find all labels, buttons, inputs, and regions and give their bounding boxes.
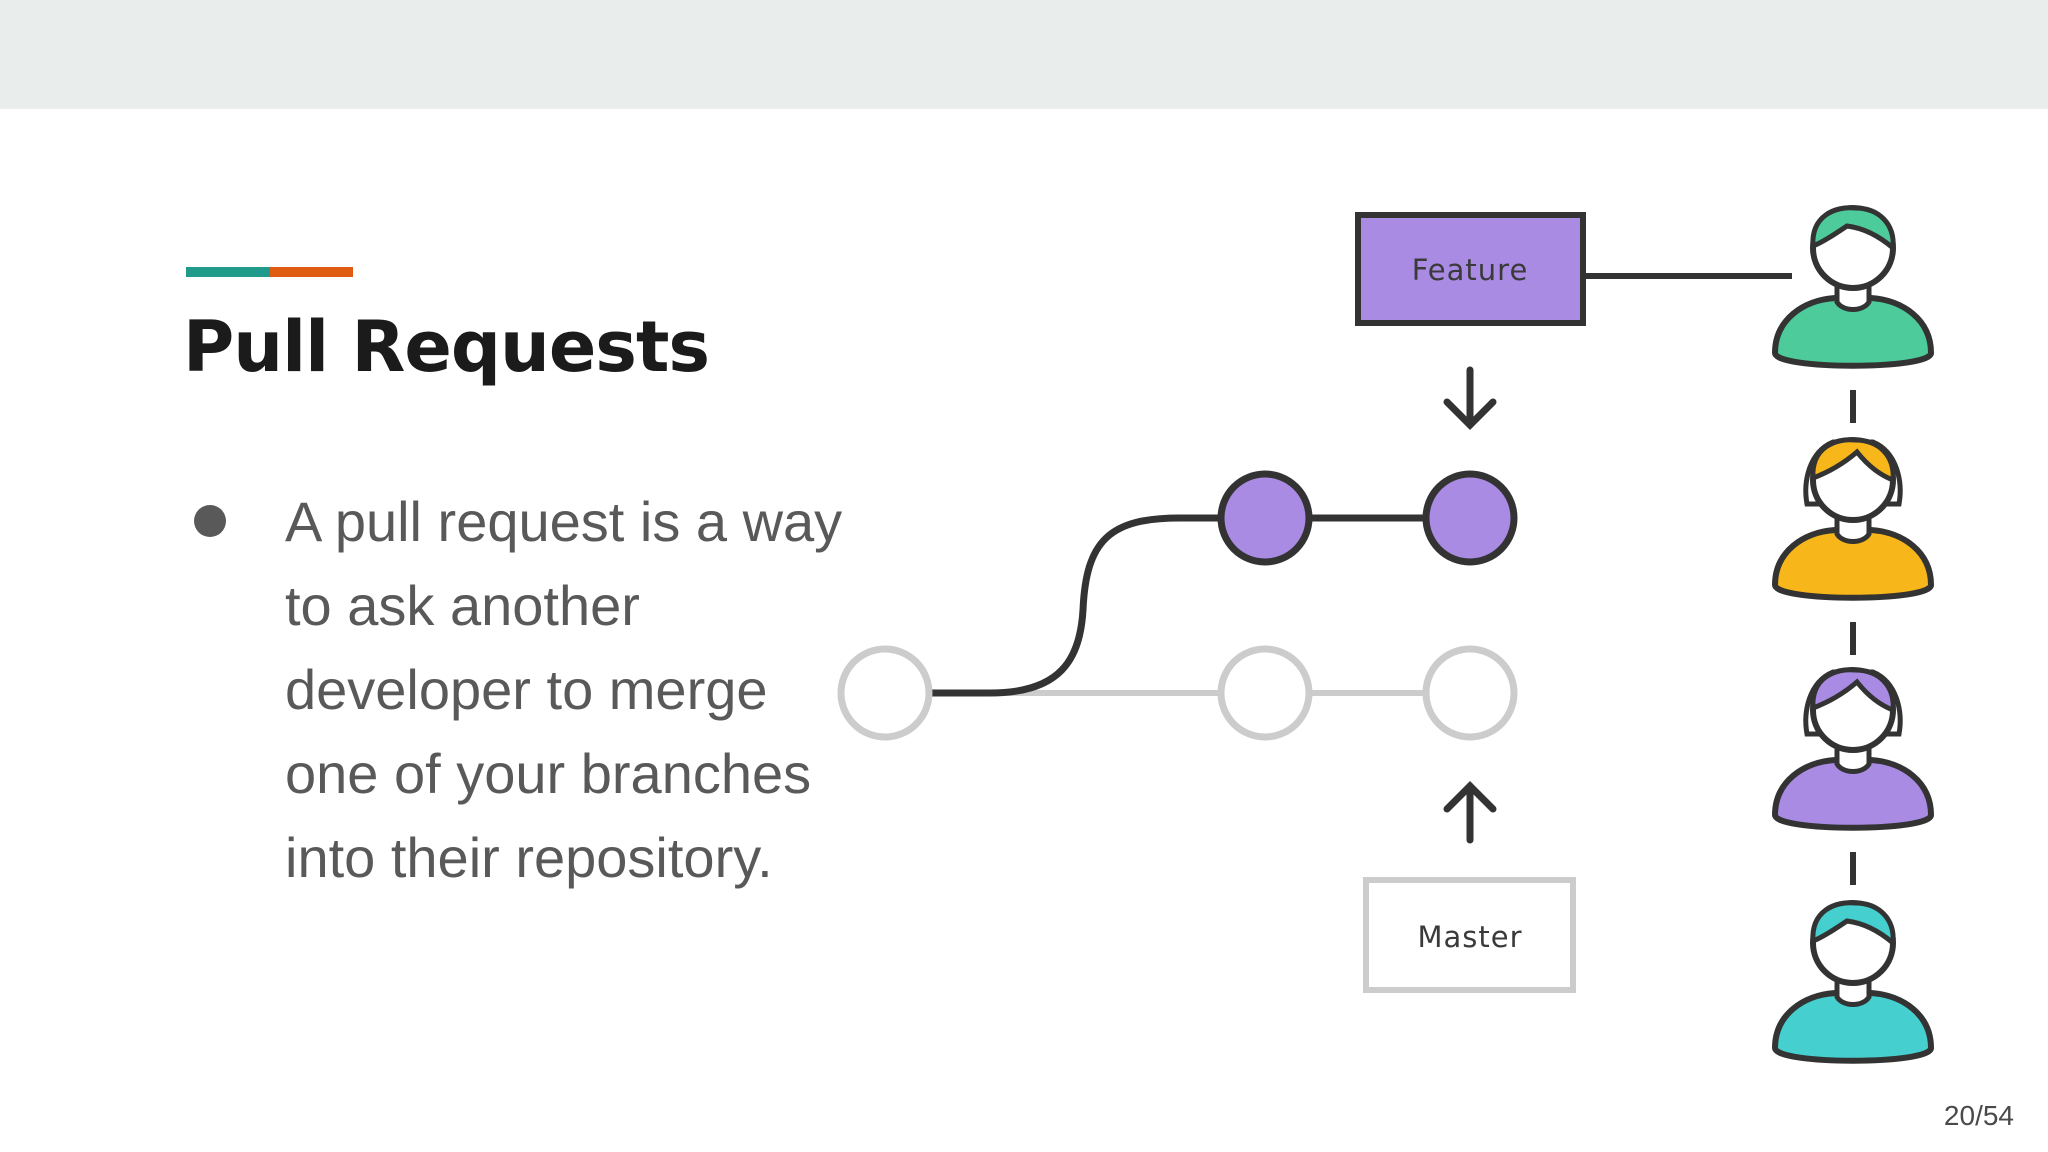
slide-title: Pull Requests <box>183 306 710 388</box>
master-branch-label: Master <box>1417 920 1522 954</box>
arrow-up-icon <box>1443 781 1497 844</box>
master-commit-node <box>1217 645 1313 741</box>
feature-branch-label: Feature <box>1412 253 1529 287</box>
developer-avatar-icon <box>1771 205 1935 369</box>
bullet-line: one of your branches <box>285 742 812 805</box>
master-commit-node <box>837 645 933 741</box>
bullet-icon <box>194 505 226 537</box>
bullet-line: developer to merge <box>285 658 768 721</box>
header-band <box>0 0 2048 109</box>
feature-branch-line <box>930 514 1470 697</box>
developer-avatar-icon <box>1771 437 1935 601</box>
master-commit-node <box>1422 645 1518 741</box>
bullet-text: A pull request is a way to ask another d… <box>285 480 905 900</box>
developer-avatar-icon <box>1771 900 1935 1064</box>
feature-branch-box <box>1355 212 1586 326</box>
feature-commit-node <box>1422 470 1518 566</box>
master-branch-box <box>1363 877 1576 993</box>
bullet-line: into their repository. <box>285 826 773 889</box>
pull-request-diagram: Feature Master <box>837 205 1935 1064</box>
developer-avatar-icon <box>1771 667 1935 831</box>
page-number: 20/54 <box>1943 1100 2014 1131</box>
feature-commit-node <box>1217 470 1313 566</box>
arrow-down-icon <box>1443 366 1497 430</box>
bullet-line: A pull request is a way <box>285 490 843 553</box>
accent-teal-segment <box>186 267 270 277</box>
title-accent-bar <box>186 267 353 277</box>
bullet-line: to ask another <box>285 574 640 637</box>
accent-orange-segment <box>270 267 353 277</box>
